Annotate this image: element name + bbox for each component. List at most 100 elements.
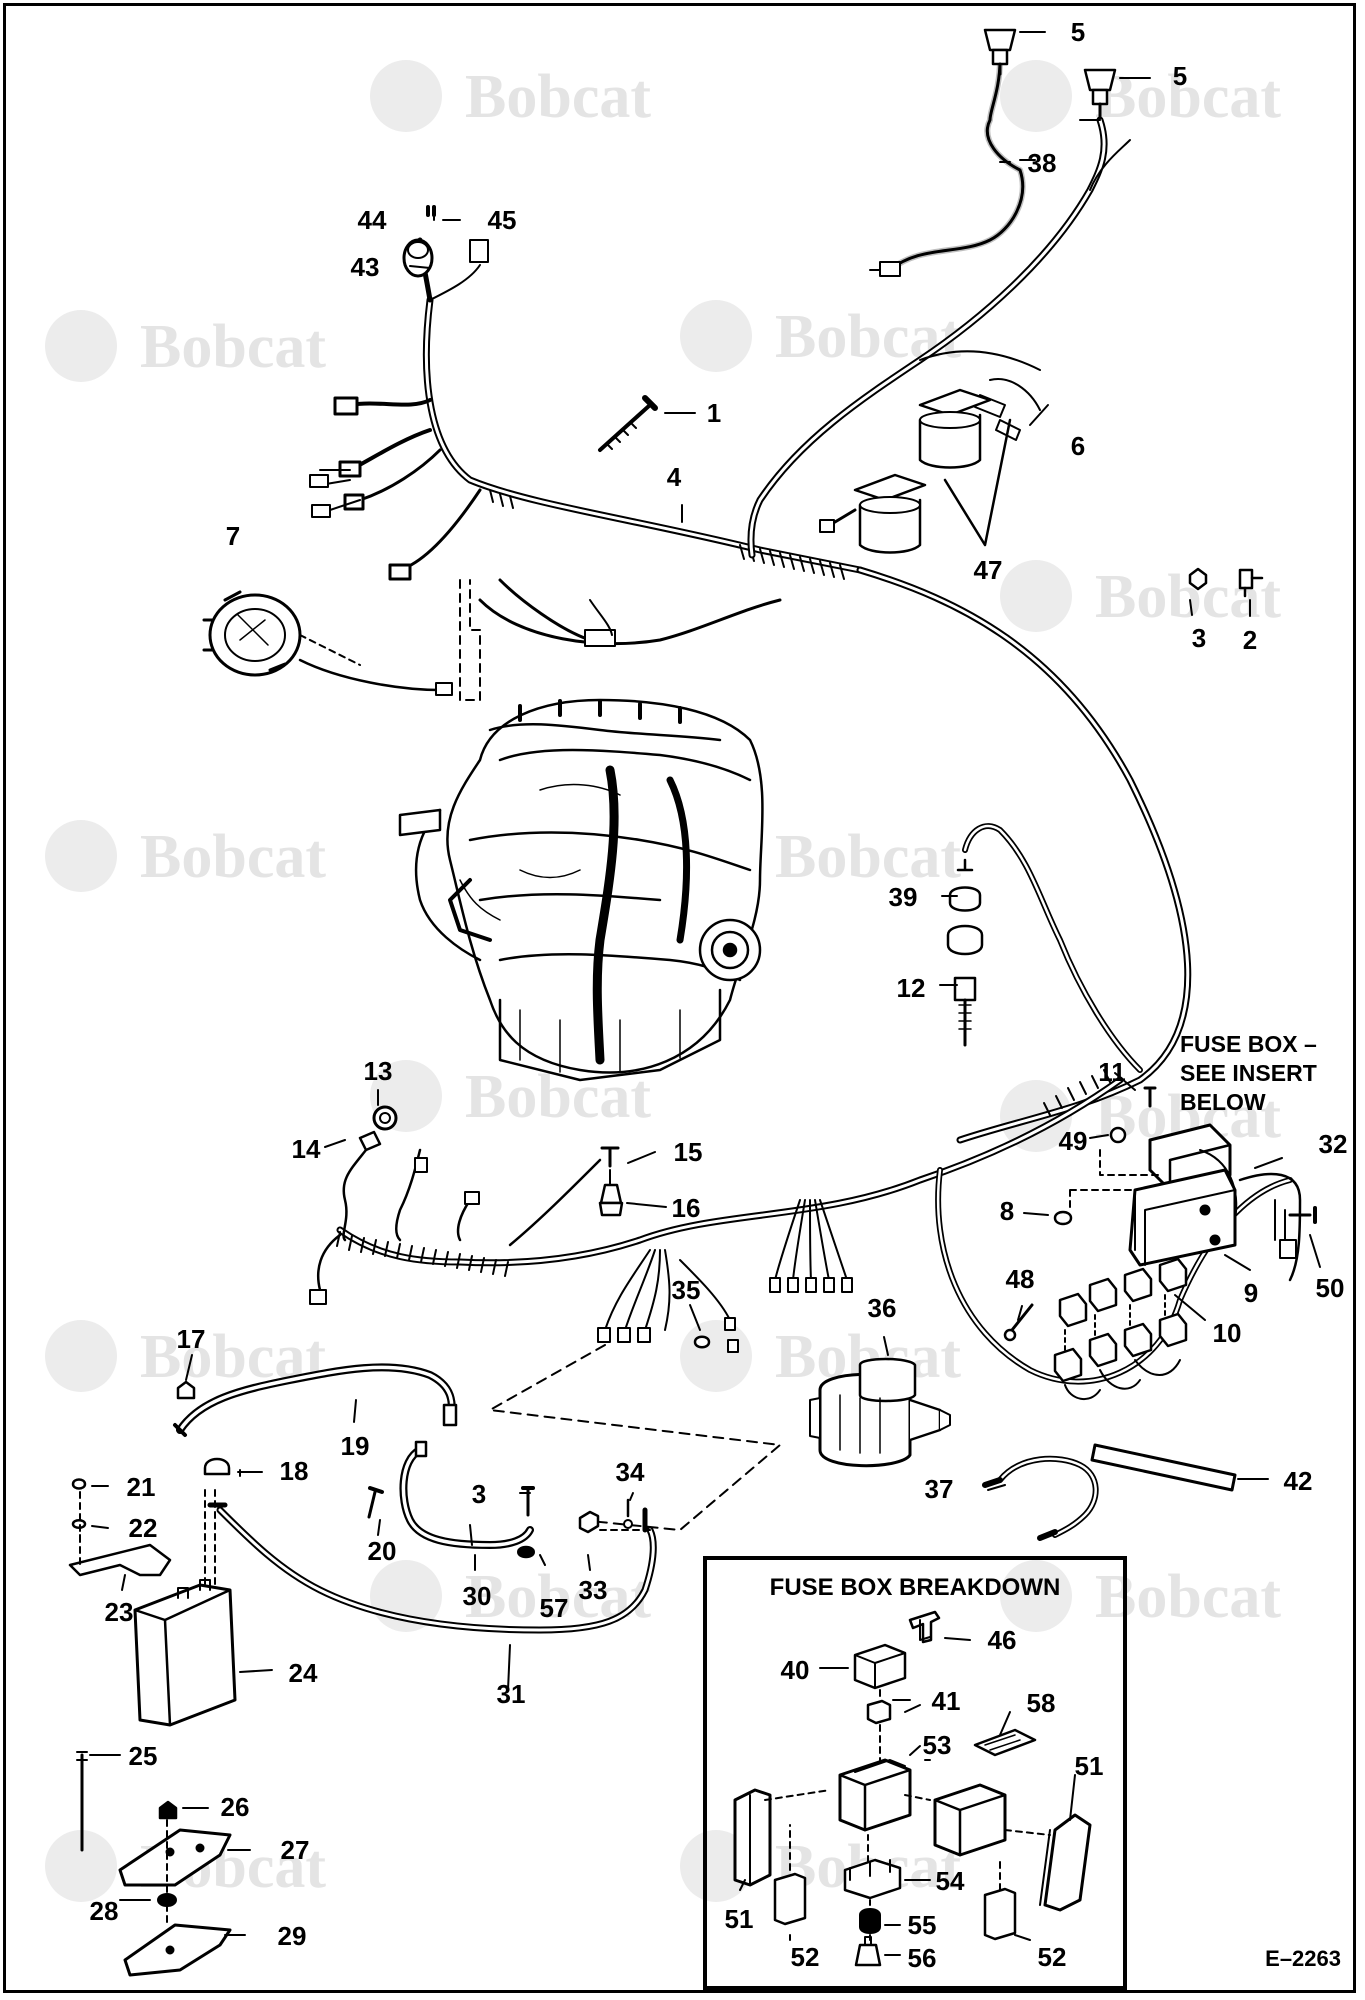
watermark-logo-icon [370,60,442,132]
callout-31: 31 [496,1679,526,1709]
harness-pigtails [597,1199,853,1343]
branch-lower-3 [316,1233,342,1292]
watermark-text: Bobcat [465,63,651,131]
part-22-washer [71,1519,87,1529]
callout-36: 36 [867,1293,897,1323]
leader-lines [89,31,1321,1936]
part-17-nut [176,1380,196,1400]
part-18-cap [203,1457,231,1476]
part-14-sensor [342,1130,382,1242]
callout-13: 13 [363,1056,393,1086]
part-2-terminal [1238,568,1264,598]
fuse-box-note: FUSE BOX – SEE INSERT BELOW [1180,1031,1317,1115]
part-20-bolt [367,1486,384,1519]
callout-14: 14 [291,1134,321,1164]
part-50-harness [1238,1172,1302,1282]
part-48-screw [1003,1303,1034,1342]
branch-lower-4 [508,1158,602,1247]
fuse-box-breakdown-inset: FUSE BOX BREAKDOWN [703,1556,1127,1990]
callout-17: 17 [176,1324,206,1354]
part-11-screw [1143,1086,1157,1108]
part-36-starter [809,1357,951,1468]
watermark-logo-icon [45,820,117,892]
callout-5-top-left: 5 [1070,17,1086,47]
callout-55: 55 [907,1910,937,1940]
watermark-text: Bobcat [465,1063,651,1131]
watermark-logo-icon [680,1320,752,1392]
drawing-number: E–2263 [1265,1946,1341,1971]
callout-20: 20 [367,1536,397,1566]
callout-42: 42 [1283,1466,1313,1496]
callout-24: 24 [288,1658,318,1688]
callout-4: 4 [666,462,682,492]
callout-39: 39 [888,882,918,912]
watermark-text: Bobcat [775,823,961,891]
part-5-sensor-right [1083,68,1117,120]
callout-45: 45 [487,205,517,235]
callout-3-lower: 3 [471,1479,487,1509]
callout-54: 54 [935,1866,965,1896]
part-37-cable [982,1455,1099,1541]
callout-51-left: 51 [724,1904,754,1934]
part-47-filter-lower [819,473,927,554]
callout-29: 29 [277,1921,307,1951]
callout-49: 49 [1058,1126,1088,1156]
part-24-battery [133,1579,237,1727]
callout-11: 11 [1098,1057,1126,1087]
callout-5-top-right: 5 [1172,61,1188,91]
part-47-leader [943,418,1012,547]
watermark-logo-icon [680,300,752,372]
callout-22: 22 [128,1513,158,1543]
part-29-plate [123,1923,232,1977]
callout-7: 7 [225,521,241,551]
part-27-tray [118,1828,232,1887]
part-1-bolt [598,395,658,452]
part-38-harness [747,57,1131,559]
watermark-logo-icon [45,1320,117,1392]
part-21-nut [71,1478,87,1490]
callout-16: 16 [671,1193,701,1223]
callout-32: 32 [1318,1129,1348,1159]
callout-43: 43 [350,252,380,282]
callout-57: 57 [539,1593,569,1623]
watermark-logo-icon [1000,60,1072,132]
callout-12: 12 [896,973,926,1003]
watermark-logo-icon [1000,1560,1072,1632]
callout-46: 46 [987,1625,1017,1655]
callout-41: 41 [931,1686,961,1716]
callout-30: 30 [462,1581,492,1611]
part-25-rod [76,1751,88,1852]
callout-1: 1 [706,398,722,428]
callout-51-right: 51 [1074,1751,1104,1781]
callout-25: 25 [128,1741,158,1771]
part-10-relays [1053,1257,1188,1400]
callout-56: 56 [907,1943,937,1973]
fuse-box-dash [1099,1149,1161,1176]
callout-44: 44 [357,205,387,235]
branch-connector-1 [414,1157,428,1173]
part-26-nut [158,1800,178,1820]
callout-58: 58 [1026,1688,1056,1718]
watermark-logo-icon [1000,560,1072,632]
part-19-cable [173,1363,458,1437]
watermark-text: Bobcat [140,313,326,381]
starter-dash-box [489,1344,781,1531]
callout-48: 48 [1005,1264,1035,1294]
part-13-grommet [372,1105,398,1131]
engine [398,698,764,1082]
part-16-sender [598,1169,624,1217]
part-34-bolt [623,1498,633,1529]
callout-50: 50 [1315,1273,1345,1303]
part-49-washer [1109,1126,1127,1144]
callout-8: 8 [999,1196,1015,1226]
part-30-cable [399,1440,534,1549]
callout-26: 26 [220,1792,250,1822]
callout-9: 9 [1243,1278,1259,1308]
callout-3-upper: 3 [1191,623,1207,653]
watermark-text: Bobcat [140,823,326,891]
part-3-nut-upper [1188,567,1208,591]
part-35-nut [693,1335,739,1353]
callout-33: 33 [578,1575,608,1605]
callout-21: 21 [126,1472,156,1502]
